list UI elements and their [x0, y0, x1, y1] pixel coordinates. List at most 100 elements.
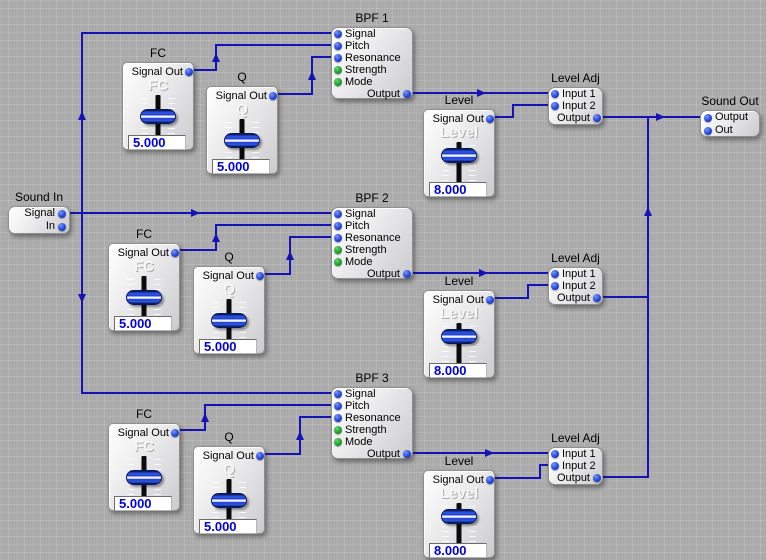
- port-dot[interactable]: [334, 402, 342, 410]
- port-signal[interactable]: Signal: [332, 28, 412, 40]
- slider-thumb[interactable]: [224, 133, 260, 148]
- slider-thumb[interactable]: [211, 493, 247, 508]
- port-dot[interactable]: [334, 438, 342, 446]
- port-resonance[interactable]: Resonance: [332, 232, 412, 244]
- port-dot[interactable]: [269, 91, 277, 100]
- slider-track[interactable]: [456, 503, 462, 545]
- q-slider[interactable]: [209, 299, 249, 341]
- port-dot[interactable]: [256, 271, 264, 280]
- port-out[interactable]: Out: [701, 124, 759, 137]
- port-dot[interactable]: [551, 270, 559, 278]
- port-dot[interactable]: [551, 450, 559, 458]
- port-pitch[interactable]: Pitch: [332, 40, 412, 52]
- port-signal-out[interactable]: Signal Out: [109, 244, 179, 259]
- port-signal-out[interactable]: Signal Out: [207, 87, 277, 102]
- port-strength[interactable]: Strength: [332, 424, 412, 436]
- port-dot[interactable]: [551, 102, 559, 110]
- port-input-1[interactable]: Input 1: [549, 448, 602, 460]
- slider-thumb[interactable]: [140, 109, 176, 124]
- port-mode[interactable]: Mode: [332, 256, 412, 268]
- port-pitch[interactable]: Pitch: [332, 220, 412, 232]
- port-dot[interactable]: [334, 210, 342, 218]
- port-output[interactable]: Output: [549, 112, 602, 124]
- fc-slider[interactable]: [124, 276, 164, 318]
- port-dot[interactable]: [334, 246, 342, 254]
- port-dot[interactable]: [334, 30, 342, 38]
- port-dot[interactable]: [58, 209, 66, 218]
- port-dot[interactable]: [486, 295, 494, 304]
- port-output[interactable]: Output: [549, 472, 602, 484]
- slider-track[interactable]: [456, 142, 462, 184]
- port-dot[interactable]: [403, 450, 411, 458]
- fc-slider[interactable]: [138, 95, 178, 137]
- port-dot[interactable]: [704, 126, 712, 135]
- port-dot[interactable]: [593, 294, 601, 302]
- port-output[interactable]: Output: [332, 268, 412, 280]
- slider-thumb[interactable]: [126, 470, 162, 485]
- port-dot[interactable]: [171, 428, 179, 437]
- slider-thumb[interactable]: [441, 148, 477, 163]
- port-strength[interactable]: Strength: [332, 64, 412, 76]
- port-signal-out[interactable]: Signal Out: [194, 447, 264, 462]
- port-dot[interactable]: [551, 90, 559, 98]
- port-dot[interactable]: [256, 451, 264, 460]
- port-input-2[interactable]: Input 2: [549, 460, 602, 472]
- port-dot[interactable]: [551, 462, 559, 470]
- level-slider[interactable]: [439, 323, 479, 365]
- port-dot[interactable]: [334, 258, 342, 266]
- value-display[interactable]: 5.000: [199, 339, 257, 354]
- port-signal-out[interactable]: Signal Out: [123, 63, 193, 78]
- port-dot[interactable]: [334, 390, 342, 398]
- port-dot[interactable]: [403, 270, 411, 278]
- port-dot[interactable]: [704, 113, 712, 122]
- slider-thumb[interactable]: [211, 313, 247, 328]
- port-dot[interactable]: [486, 475, 494, 484]
- level-slider[interactable]: [439, 142, 479, 184]
- value-display[interactable]: 5.000: [128, 135, 186, 150]
- port-dot[interactable]: [334, 66, 342, 74]
- port-dot[interactable]: [334, 222, 342, 230]
- port-dot[interactable]: [334, 54, 342, 62]
- port-resonance[interactable]: Resonance: [332, 52, 412, 64]
- port-signal-out[interactable]: Signal Out: [424, 471, 494, 486]
- port-signal-out[interactable]: Signal Out: [424, 110, 494, 125]
- slider-thumb[interactable]: [441, 509, 477, 524]
- port-pitch[interactable]: Pitch: [332, 400, 412, 412]
- port-resonance[interactable]: Resonance: [332, 412, 412, 424]
- port-dot[interactable]: [185, 67, 193, 76]
- port-signal-out[interactable]: Signal Out: [424, 291, 494, 306]
- port-signal[interactable]: Signal: [332, 208, 412, 220]
- port-signal-out[interactable]: Signal Out: [109, 424, 179, 439]
- port-signal[interactable]: Signal: [9, 207, 69, 220]
- value-display[interactable]: 5.000: [212, 159, 270, 174]
- level-slider[interactable]: [439, 503, 479, 545]
- port-input-1[interactable]: Input 1: [549, 268, 602, 280]
- port-dot[interactable]: [403, 90, 411, 98]
- value-display[interactable]: 5.000: [114, 316, 172, 331]
- port-dot[interactable]: [171, 248, 179, 257]
- port-signal-out[interactable]: Signal Out: [194, 267, 264, 282]
- port-output[interactable]: Output: [701, 111, 759, 124]
- value-display[interactable]: 8.000: [429, 543, 487, 558]
- port-output[interactable]: Output: [332, 88, 412, 100]
- port-dot[interactable]: [334, 234, 342, 242]
- port-dot[interactable]: [334, 42, 342, 50]
- value-display[interactable]: 8.000: [429, 363, 487, 378]
- port-dot[interactable]: [593, 114, 601, 122]
- q-slider[interactable]: [209, 479, 249, 521]
- slider-thumb[interactable]: [126, 290, 162, 305]
- value-display[interactable]: 8.000: [429, 182, 487, 197]
